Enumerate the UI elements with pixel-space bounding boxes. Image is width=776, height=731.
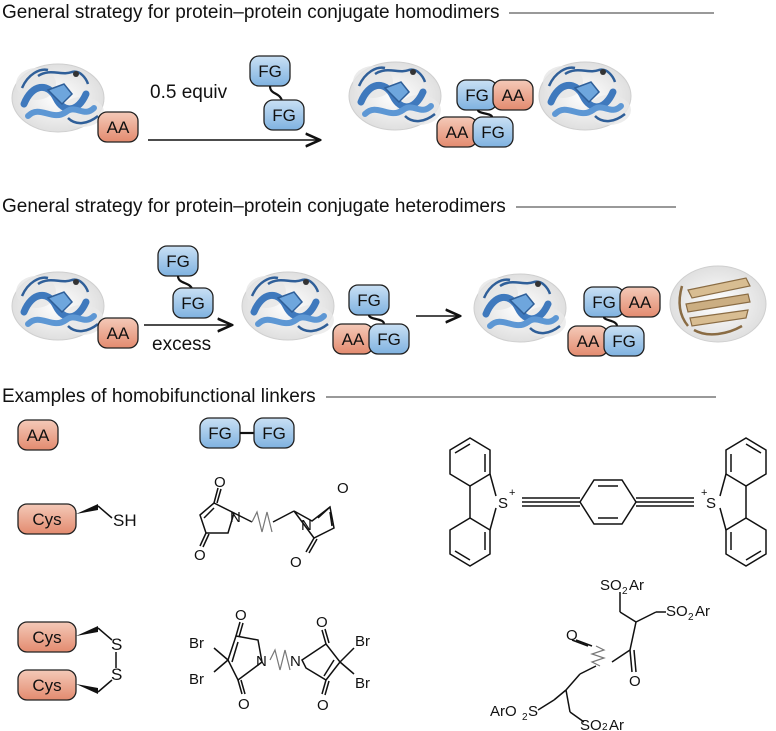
svg-text:FG: FG <box>465 86 489 105</box>
svg-text:N: N <box>290 653 301 670</box>
linkers-section-title: Examples of homobifunctional linkers <box>2 386 716 408</box>
section-rule <box>509 12 715 14</box>
svg-text:Ar: Ar <box>695 603 710 620</box>
svg-text:O: O <box>194 547 206 564</box>
protein-blue <box>12 64 104 132</box>
svg-text:+: + <box>701 487 707 499</box>
svg-text:N: N <box>301 517 312 534</box>
svg-text:Br: Br <box>355 675 370 692</box>
homodimer-section-title: General strategy for protein–protein con… <box>2 2 715 24</box>
svg-text:SH: SH <box>113 511 137 530</box>
svg-text:FG: FG <box>262 424 286 443</box>
svg-text:FG: FG <box>272 106 296 125</box>
section-rule <box>325 396 716 398</box>
svg-text:Cys: Cys <box>32 510 61 529</box>
svg-text:Br: Br <box>189 635 204 652</box>
protein-blue <box>474 274 566 342</box>
svg-text:SO: SO <box>600 577 622 594</box>
cysteine-thiol: Cys SH <box>17 503 137 535</box>
svg-text:AA: AA <box>502 86 525 105</box>
fg-fg-legend-tag: FG FG <box>199 417 295 449</box>
svg-text:2: 2 <box>688 612 694 623</box>
svg-text:O: O <box>235 607 247 624</box>
dibromomaleimide-atom-labels: O Br Br O N N O Br Br O <box>189 607 370 714</box>
heterodimer-reagent-label: excess <box>152 334 212 355</box>
bis-sulfone-linker <box>537 592 666 723</box>
dibromomaleimide-linker <box>213 621 355 696</box>
svg-text:AA: AA <box>107 118 130 137</box>
svg-text:FG: FG <box>258 62 282 81</box>
svg-text:SO: SO <box>666 603 688 620</box>
svg-text:S: S <box>528 703 538 720</box>
svg-text:FG: FG <box>612 332 636 351</box>
aa-tag: AA <box>97 111 139 143</box>
aa-legend-tag: AA <box>17 419 59 451</box>
svg-text:S: S <box>706 495 716 512</box>
svg-text:FG: FG <box>592 293 616 312</box>
protein-blue <box>349 62 441 130</box>
svg-text:O: O <box>566 627 578 644</box>
svg-text:Cys: Cys <box>32 628 61 647</box>
svg-text:AA: AA <box>629 293 652 312</box>
svg-text:N: N <box>256 653 267 670</box>
svg-text:O: O <box>290 554 302 571</box>
svg-text:FG: FG <box>357 291 381 310</box>
fg-fg-linker-reagent: FG FG <box>157 245 214 319</box>
svg-text:S: S <box>498 495 508 512</box>
svg-text:O: O <box>316 614 328 631</box>
protein-blue <box>539 62 631 130</box>
svg-text:Ar: Ar <box>629 577 644 594</box>
homodimer-conjugate: FG AA AA FG <box>436 79 534 148</box>
protein-tan <box>668 264 768 344</box>
heterodimer-intermediate: FG AA FG <box>332 284 410 355</box>
svg-text:Ar: Ar <box>609 717 624 731</box>
svg-text:O: O <box>317 697 329 714</box>
svg-text:AA: AA <box>107 324 130 343</box>
svg-text:2: 2 <box>602 722 608 731</box>
svg-text:ArO: ArO <box>490 703 517 720</box>
svg-text:O: O <box>629 673 641 690</box>
bis-sulfone-atom-labels: SO 2 Ar SO 2 Ar O O ArO 2 S SO 2 Ar <box>490 577 710 731</box>
svg-text:O: O <box>238 696 250 713</box>
section-rule <box>515 206 676 208</box>
bismaleimide-atom-labels: O N O O N O <box>194 474 349 571</box>
svg-text:FG: FG <box>181 294 205 313</box>
svg-text:FG: FG <box>208 424 232 443</box>
fg-fg-linker-reagent: FG FG <box>249 55 305 131</box>
svg-text:FG: FG <box>166 252 190 271</box>
svg-text:N: N <box>230 509 241 526</box>
bismaleimide-linker <box>199 487 335 554</box>
svg-text:2: 2 <box>522 712 528 723</box>
aa-tag: AA <box>97 317 139 349</box>
svg-text:AA: AA <box>446 123 469 142</box>
heterodimer-section-title: General strategy for protein–protein con… <box>2 196 676 218</box>
svg-text:Br: Br <box>355 633 370 650</box>
svg-text:O: O <box>337 480 349 497</box>
svg-text:S: S <box>111 665 122 684</box>
heterodimer-conjugate: FG AA AA FG <box>567 286 661 357</box>
protein-blue <box>242 272 334 340</box>
dibenzothiophenium-alkyne-linker <box>449 437 767 567</box>
svg-text:FG: FG <box>377 330 401 349</box>
svg-text:AA: AA <box>577 332 600 351</box>
svg-text:AA: AA <box>342 330 365 349</box>
svg-text:S: S <box>111 635 122 654</box>
cysteine-disulfide: Cys Cys S S <box>17 621 122 701</box>
dibenzothiophenium-atom-labels: S + S + <box>498 487 716 512</box>
protein-blue <box>12 272 104 340</box>
svg-text:SO: SO <box>580 717 602 731</box>
homodimer-reagent-label: 0.5 equiv <box>150 82 228 103</box>
svg-text:O: O <box>214 474 226 491</box>
svg-text:+: + <box>509 487 515 499</box>
svg-text:Cys: Cys <box>32 676 61 695</box>
svg-text:AA: AA <box>27 426 50 445</box>
svg-text:Br: Br <box>189 671 204 688</box>
svg-text:2: 2 <box>622 586 628 597</box>
svg-text:FG: FG <box>481 123 505 142</box>
